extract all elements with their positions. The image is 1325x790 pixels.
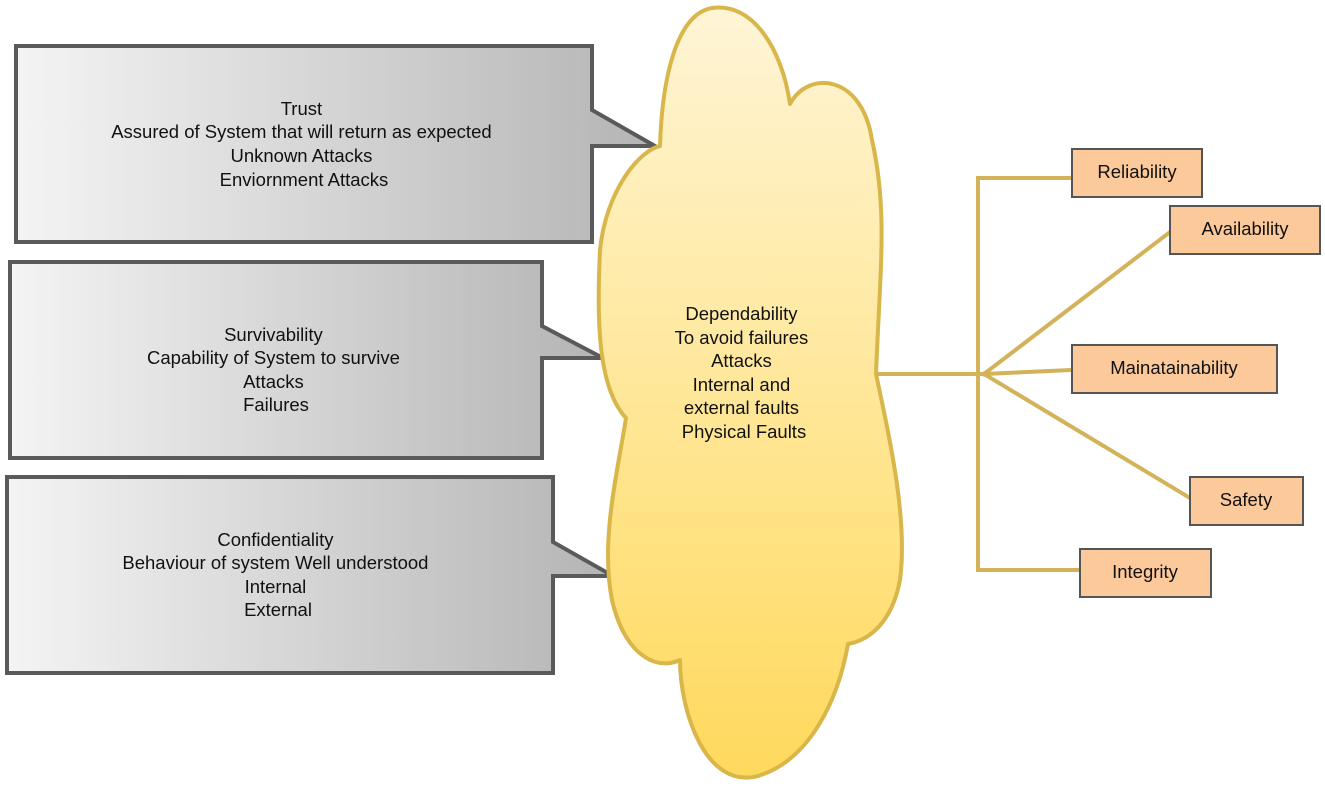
callout-confidentiality-title: Confidentiality	[217, 529, 334, 550]
callout-confidentiality-line-3: External	[244, 599, 312, 620]
attribute-integrity-label: Integrity	[1112, 561, 1179, 582]
cloud-shape	[596, 5, 904, 780]
cloud-line-2: Attacks	[711, 350, 772, 371]
attribute-reliability: Reliability	[1071, 148, 1203, 198]
callout-trust-line-3: Enviornment Attacks	[220, 169, 389, 190]
callout-trust-line-1: Assured of System that will return as ex…	[111, 121, 491, 142]
callout-survivability-text: Survivability Capability of System to su…	[147, 324, 405, 415]
attribute-integrity-box	[1079, 548, 1212, 598]
connector-maintainability	[981, 367, 1075, 377]
callout-trust-line-2: Unknown Attacks	[230, 145, 372, 166]
callout-trust-text: Trust Assured of System that will return…	[111, 98, 497, 190]
cloud-dependability: Dependability To avoid failures Attacks …	[596, 5, 904, 780]
callout-survivability-shape	[8, 260, 604, 460]
callout-survivability-title: Survivability	[224, 324, 323, 345]
cloud-text: Dependability To avoid failures Attacks …	[675, 303, 814, 442]
cloud-title: Dependability	[685, 303, 798, 324]
callout-confidentiality-shape	[5, 475, 621, 675]
connector-safety	[981, 371, 1193, 501]
callout-survivability-line-1: Capability of System to survive	[147, 347, 400, 368]
cloud-line-3: Internal and	[693, 374, 791, 395]
connector-availability	[981, 229, 1173, 377]
attribute-availability: Availability	[1169, 205, 1321, 255]
attribute-availability-box	[1169, 205, 1321, 255]
callout-trust-title: Trust	[281, 98, 322, 119]
attribute-maintainability-box	[1071, 344, 1278, 394]
callout-survivability: Survivability Capability of System to su…	[8, 260, 604, 460]
attribute-integrity: Integrity	[1079, 548, 1212, 598]
callout-confidentiality-line-2: Internal	[245, 576, 307, 597]
callout-confidentiality-line-1: Behaviour of system Well understood	[122, 552, 428, 573]
callout-survivability-line-2: Attacks	[243, 371, 304, 392]
attribute-safety: Safety	[1189, 476, 1304, 526]
callout-confidentiality-text: Confidentiality Behaviour of system Well…	[122, 529, 433, 620]
cloud-line-4: external faults	[684, 397, 799, 418]
callout-trust: Trust Assured of System that will return…	[14, 44, 663, 244]
callout-trust-shape	[14, 44, 663, 244]
attribute-reliability-box	[1071, 148, 1203, 198]
attribute-maintainability: Mainatainability	[1071, 344, 1278, 394]
attribute-availability-label: Availability	[1201, 218, 1289, 239]
connector-lines	[874, 176, 1193, 572]
cloud-line-1: To avoid failures	[675, 327, 809, 348]
callout-survivability-line-3: Failures	[243, 394, 309, 415]
attribute-reliability-label: Reliability	[1097, 161, 1177, 182]
cloud-line-5: Physical Faults	[682, 421, 806, 442]
attribute-maintainability-label: Mainatainability	[1110, 357, 1238, 378]
callout-confidentiality: Confidentiality Behaviour of system Well…	[5, 475, 621, 675]
attribute-safety-label: Safety	[1220, 489, 1273, 510]
attribute-safety-box	[1189, 476, 1304, 526]
